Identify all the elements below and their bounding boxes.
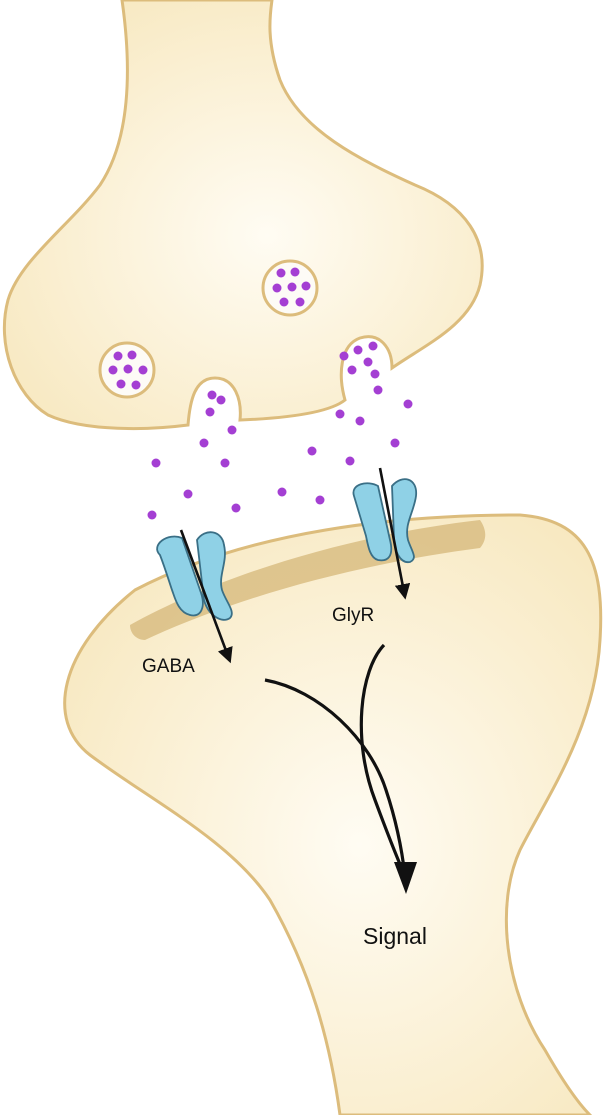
gaba-label: GABA [142,656,195,677]
glyr-label: GlyR [332,605,374,626]
synaptic-vesicle-icon [100,343,154,397]
synaptic-vesicle-icon [263,261,317,315]
signal-label: Signal [363,923,427,949]
presynaptic-terminal [4,0,482,429]
